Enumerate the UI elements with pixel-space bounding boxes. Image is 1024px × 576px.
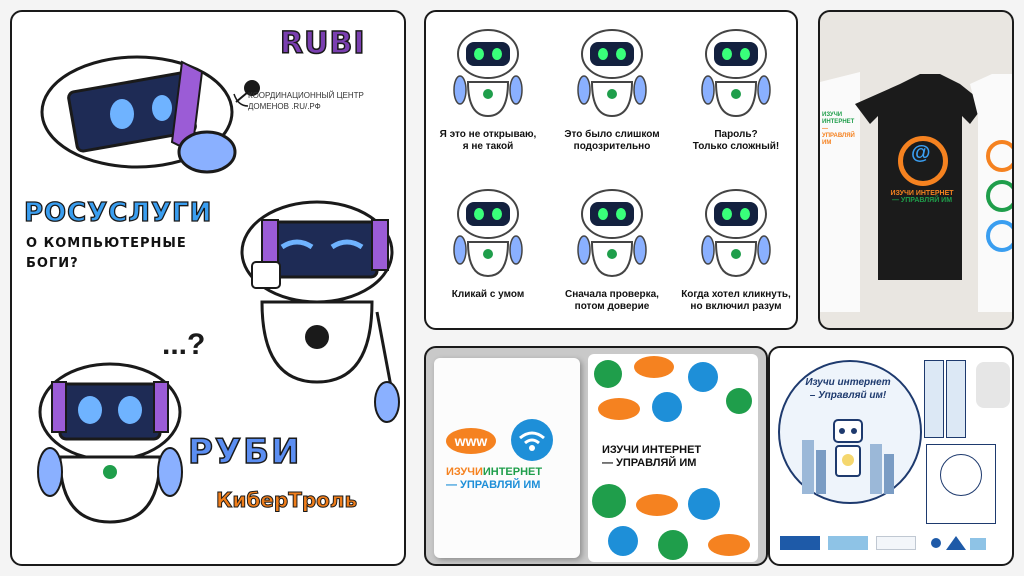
black-shirt-line-2: — УПРАВЛЯЙ ИМ xyxy=(891,197,953,204)
www-bubble: www xyxy=(446,428,496,454)
sticker-caption: Я это не открываю,я не такой xyxy=(428,129,548,153)
pattern-circle xyxy=(652,392,682,422)
white-notebook xyxy=(434,358,580,558)
gos-sub-line-2: БОГИ? xyxy=(26,256,79,271)
tshirts-panel: ИЗУЧИ ИНТЕРНЕТ — УПРАВЛЯЙ ИМ @ ИЗУЧИ ИНТ… xyxy=(818,10,1014,330)
gos-sub-line-1: О КОМПЬЮТЕРНЫЕ xyxy=(26,236,187,251)
robot-with-cup-illustration xyxy=(240,200,400,423)
sticker-caption-line-2: потом доверие xyxy=(574,301,650,312)
sticker-3: Пароль?Только сложный! xyxy=(674,20,796,153)
city-robot-illustration xyxy=(802,419,894,494)
sticker-caption-line-2: подозрительно xyxy=(573,141,651,152)
notebook-line-2: — УПРАВЛЯЙ ИМ xyxy=(446,479,541,491)
sticker-robot-icon xyxy=(577,189,647,278)
sticker-caption: Когда хотел кликнуть,но включил разум xyxy=(676,289,796,313)
satellite-icon xyxy=(233,80,260,107)
left-shirt-text: ИЗУЧИ ИНТЕРНЕТ — УПРАВЛЯЙ ИМ xyxy=(822,112,858,147)
notebook-izuchi: ИЗУЧИ xyxy=(446,466,483,478)
org-line-1: КООРДИНАЦИОННЫЙ ЦЕНТР xyxy=(248,91,364,100)
sticker-robot-icon xyxy=(453,189,523,278)
merch-panel: Изучи интернет – Управляй им! xyxy=(768,346,1014,566)
cover-line-1: ИЗУЧИ ИНТЕРНЕТ xyxy=(602,444,702,456)
sticker-caption-line-2: Только сложный! xyxy=(692,141,780,152)
sticker-caption-line-1: Когда хотел кликнуть, xyxy=(681,289,791,300)
pattern-circle xyxy=(608,526,638,556)
pattern-circle xyxy=(594,360,622,388)
pattern-oval xyxy=(598,398,640,420)
pattern-circle xyxy=(592,484,626,518)
sticker-5: Сначала проверка,потом доверие xyxy=(550,180,674,313)
sticker-robot-icon xyxy=(701,189,771,278)
at-icon: @ xyxy=(911,142,931,164)
wifi-icon xyxy=(511,419,553,461)
sticker-caption-line-1: Сначала проверка, xyxy=(565,289,659,300)
color-swatch-white xyxy=(876,536,916,550)
robot-peeking-illustration xyxy=(40,55,237,174)
gos-subtitle: О КОМПЬЮТЕРНЫЕ БОГИ? xyxy=(26,234,187,274)
pattern-circle xyxy=(688,362,718,392)
sticker-caption-line-2: но включил разум xyxy=(690,301,782,312)
right-shirt-ring-3 xyxy=(986,220,1012,252)
right-shirt-ring-2 xyxy=(986,180,1012,212)
ellipsis-question: ...? xyxy=(162,328,206,361)
sticker-4: Кликай с умом xyxy=(426,180,550,301)
org-name: КООРДИНАЦИОННЫЙ ЦЕНТР ДОМЕНОВ .RU/.РФ xyxy=(248,90,364,112)
notebook-slogan: ИЗУЧИИНТЕРНЕТ — УПРАВЛЯЙ ИМ xyxy=(446,466,542,492)
sticker-caption: Кликай с умом xyxy=(428,289,548,301)
gos-title: РОСУСЛУГИ xyxy=(23,197,213,228)
sticker-robot-icon xyxy=(453,29,523,118)
backpack xyxy=(976,362,1010,408)
shirt-logo-ring xyxy=(898,136,948,186)
sticker-caption: Сначала проверка,потом доверие xyxy=(552,289,672,313)
sticker-caption-line-2: я не такой xyxy=(462,141,514,152)
black-shirt-line-1: ИЗУЧИ ИНТЕРНЕТ xyxy=(890,190,954,197)
left-shirt-line-2: — УПРАВЛЯЙ ИМ xyxy=(822,126,855,146)
sticker-caption: Пароль?Только сложный! xyxy=(676,129,796,153)
pattern-circle xyxy=(688,488,720,520)
sticker-robot-icon xyxy=(701,29,771,118)
cover-label: ИЗУЧИ ИНТЕРНЕТ — УПРАВЛЯЙ ИМ xyxy=(602,440,744,474)
sticker-caption-line-1: Я это не открываю, xyxy=(439,129,537,140)
rubi-title: RUBI xyxy=(279,25,366,62)
bookmark-2 xyxy=(946,360,966,438)
color-swatch-dark-blue xyxy=(780,536,820,550)
poster-line-1: Изучи интернет xyxy=(805,377,891,388)
notebook-internet: ИНТЕРНЕТ xyxy=(482,466,543,478)
org-line-2: ДОМЕНОВ .RU/.РФ xyxy=(248,102,321,111)
pattern-notebook: ИЗУЧИ ИНТЕРНЕТ — УПРАВЛЯЙ ИМ xyxy=(588,354,758,562)
tote-logo-circle xyxy=(940,454,982,496)
poster-slogan: Изучи интернет – Управляй им! xyxy=(792,376,904,402)
color-swatch-light-blue xyxy=(828,536,868,550)
black-shirt-text: ИЗУЧИ ИНТЕРНЕТ — УПРАВЛЯЙ ИМ xyxy=(884,190,960,204)
sticker-caption-line-1: Это было слишком xyxy=(564,129,660,140)
comic-panel: RUBI КООРДИНАЦИОННЫЙ ЦЕНТР ДОМЕНОВ .RU/.… xyxy=(10,10,406,566)
cybertroll-label: КиберТроль xyxy=(215,488,358,513)
rubi-cyrillic-title: РУБИ xyxy=(187,431,302,473)
logo-mark xyxy=(931,536,986,550)
sticker-caption-line-1: Кликай с умом xyxy=(451,289,525,300)
sticker-caption-line-1: Пароль? xyxy=(714,129,758,140)
sticker-robot-icon xyxy=(577,29,647,118)
pattern-circle xyxy=(658,530,688,560)
pattern-oval xyxy=(708,534,750,556)
pattern-oval xyxy=(634,356,674,378)
robot-thinking-illustration xyxy=(37,362,183,524)
right-shirt-ring-1 xyxy=(986,140,1012,172)
left-shirt-line-1: ИЗУЧИ ИНТЕРНЕТ xyxy=(822,112,855,125)
notebooks-panel: www ИЗУЧИИНТЕРНЕТ — УПРАВЛЯЙ ИМ ИЗУЧИ ИН… xyxy=(424,346,768,566)
bookmark-1 xyxy=(924,360,944,438)
poster-line-2: – Управляй им! xyxy=(809,390,887,401)
pattern-oval xyxy=(636,494,678,516)
cover-line-2: — УПРАВЛЯЙ ИМ xyxy=(602,457,697,469)
sticker-6: Когда хотел кликнуть,но включил разум xyxy=(674,180,796,313)
pattern-circle xyxy=(726,388,752,414)
sticker-1: Я это не открываю,я не такой xyxy=(426,20,550,153)
